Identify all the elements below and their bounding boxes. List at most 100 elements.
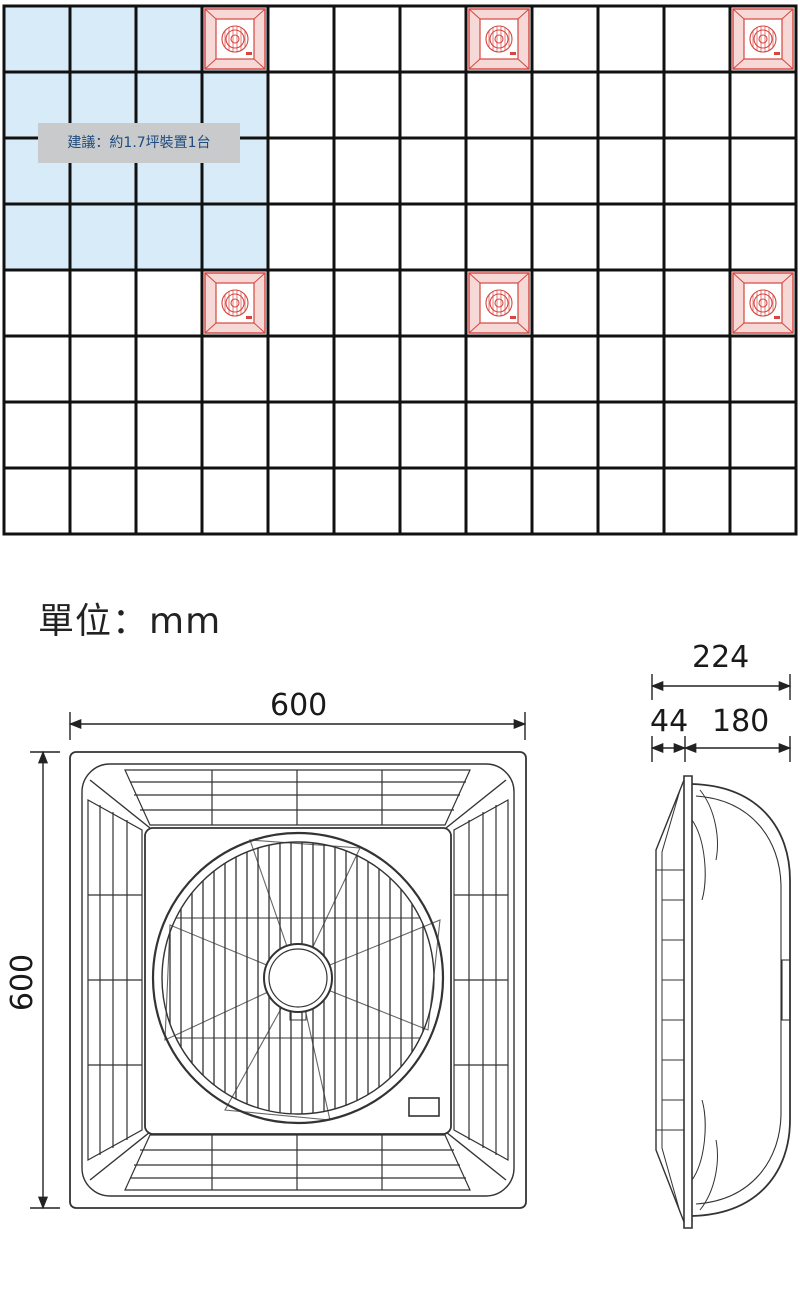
grid-cell xyxy=(332,268,402,338)
grid-cell xyxy=(398,136,468,206)
coverage-note: 建議：約1.7坪裝置1台 xyxy=(38,123,240,163)
ceiling-fan-icon xyxy=(204,272,266,334)
grid-cell xyxy=(332,400,402,470)
grid-cell-highlighted xyxy=(200,202,270,272)
grid-cell xyxy=(596,4,666,74)
grid-cell xyxy=(464,202,534,272)
grid-cell xyxy=(728,400,798,470)
grid-cell xyxy=(662,202,732,272)
grid-cell xyxy=(398,4,468,74)
grid-cell xyxy=(266,4,336,74)
grid-cell xyxy=(530,4,600,74)
outer-frame xyxy=(69,751,527,1209)
grid-cell xyxy=(134,268,204,338)
grid-cell xyxy=(728,136,798,206)
grid-cell xyxy=(332,334,402,404)
grid-cell xyxy=(662,4,732,74)
grid-cell xyxy=(134,334,204,404)
side-frame-depth-label: 44 xyxy=(650,704,689,739)
grid-cell xyxy=(2,400,72,470)
top-grille xyxy=(124,769,471,826)
grid-cell-highlighted xyxy=(68,202,138,272)
fan-markers xyxy=(204,8,794,334)
grid-cell xyxy=(596,70,666,140)
grid-cell xyxy=(266,268,336,338)
grid-cell xyxy=(464,466,534,536)
grid-cells xyxy=(2,4,798,536)
grid-cell xyxy=(464,334,534,404)
fan-guard xyxy=(151,831,445,1125)
front-width-label: 600 xyxy=(270,688,328,723)
grid-cell xyxy=(398,202,468,272)
control-box xyxy=(408,1097,440,1117)
grid-cell xyxy=(398,466,468,536)
grid-cell xyxy=(332,466,402,536)
grid-cell xyxy=(596,466,666,536)
grid-cell xyxy=(662,136,732,206)
grid-cell xyxy=(266,70,336,140)
grid-cell xyxy=(68,466,138,536)
grid-cell xyxy=(398,70,468,140)
front-height-label: 600 xyxy=(5,953,41,1012)
grid-cell-highlighted xyxy=(68,4,138,74)
grid-cell xyxy=(662,334,732,404)
grid-cell xyxy=(266,136,336,206)
grid-cell xyxy=(530,268,600,338)
grid-cell xyxy=(68,268,138,338)
grid-cell xyxy=(530,466,600,536)
grid-cell xyxy=(662,400,732,470)
side-frame xyxy=(683,775,693,1229)
grid-cell xyxy=(266,400,336,470)
grid-cell xyxy=(332,202,402,272)
ceiling-fan-icon xyxy=(468,272,530,334)
grid-cell xyxy=(728,466,798,536)
grid-cell xyxy=(134,466,204,536)
ceiling-fan-icon xyxy=(732,8,794,70)
grid-cell xyxy=(596,136,666,206)
grid-cell xyxy=(398,268,468,338)
fan-hub xyxy=(263,943,333,1013)
grid-cell xyxy=(2,466,72,536)
ceiling-fan-icon xyxy=(204,8,266,70)
guard-bars xyxy=(169,842,424,1114)
grid-cell xyxy=(662,70,732,140)
grid-cell xyxy=(200,466,270,536)
grid-cell xyxy=(530,400,600,470)
grid-cell xyxy=(68,334,138,404)
right-grille xyxy=(453,798,509,1162)
left-grille xyxy=(87,798,143,1162)
grid-cell-highlighted xyxy=(134,4,204,74)
grid-cell xyxy=(728,202,798,272)
grid-cell xyxy=(266,202,336,272)
grid-cell xyxy=(662,466,732,536)
grid-cell xyxy=(2,334,72,404)
grid-cell-highlighted xyxy=(2,202,72,272)
unit-label: 單位：mm xyxy=(38,601,222,642)
grid-cell xyxy=(728,334,798,404)
front-view xyxy=(30,712,527,1210)
bottom-grille xyxy=(124,1134,471,1191)
grid-cell xyxy=(68,400,138,470)
ceiling-fan-icon xyxy=(732,272,794,334)
side-total-depth-label: 224 xyxy=(692,640,750,675)
grid-cell xyxy=(398,400,468,470)
fan-technical-drawing xyxy=(30,674,792,1229)
grid-cell xyxy=(464,136,534,206)
grid-cell xyxy=(332,136,402,206)
grid-cell xyxy=(728,70,798,140)
grid-cell-highlighted xyxy=(2,4,72,74)
grid-cell xyxy=(596,400,666,470)
grid-cell xyxy=(530,70,600,140)
grid-cell xyxy=(266,334,336,404)
ceiling-grid xyxy=(2,4,798,536)
grid-cell xyxy=(596,202,666,272)
grid-cell xyxy=(332,70,402,140)
grid-cell xyxy=(596,268,666,338)
grid-cell xyxy=(2,268,72,338)
grid-cell xyxy=(662,268,732,338)
grid-cell xyxy=(530,202,600,272)
grid-cell xyxy=(398,334,468,404)
side-body-depth-label: 180 xyxy=(712,704,770,739)
grid-cell xyxy=(200,400,270,470)
ceiling-fan-icon xyxy=(468,8,530,70)
